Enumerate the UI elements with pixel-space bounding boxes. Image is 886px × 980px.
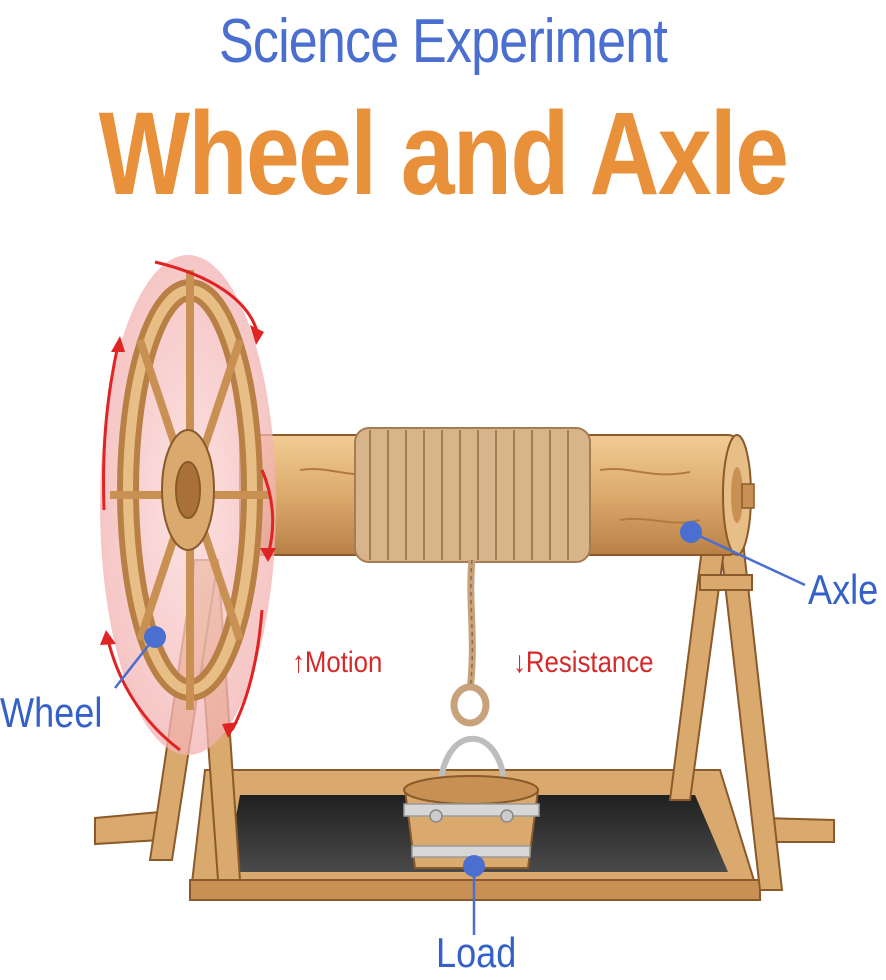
- load-dot: [463, 855, 485, 877]
- axle-dot: [680, 521, 702, 543]
- motion-annotation: ↑Motion: [292, 646, 382, 680]
- rotation-arrowheads: [100, 325, 276, 738]
- load-label: Load: [436, 929, 517, 976]
- wheel-dot: [144, 626, 166, 648]
- motion-label: Motion: [304, 646, 383, 679]
- page-title: Wheel and Axle: [98, 88, 789, 220]
- wheel-label: Wheel: [0, 689, 103, 736]
- resistance-annotation: ↓Resistance: [513, 646, 654, 680]
- ship-wheel: [110, 270, 270, 710]
- subtitle: Science Experiment: [218, 7, 668, 76]
- callout-dots: [144, 521, 702, 877]
- rotation-arrows: [102, 260, 275, 752]
- rope-coil: [354, 427, 591, 563]
- hanging-rope: [450, 559, 490, 727]
- resistance-label: Resistance: [525, 646, 654, 679]
- down-arrow-icon: ↓: [513, 646, 526, 679]
- axle-label: Axle: [808, 566, 879, 613]
- up-arrow-icon: ↑: [292, 646, 305, 679]
- bucket: [403, 736, 540, 869]
